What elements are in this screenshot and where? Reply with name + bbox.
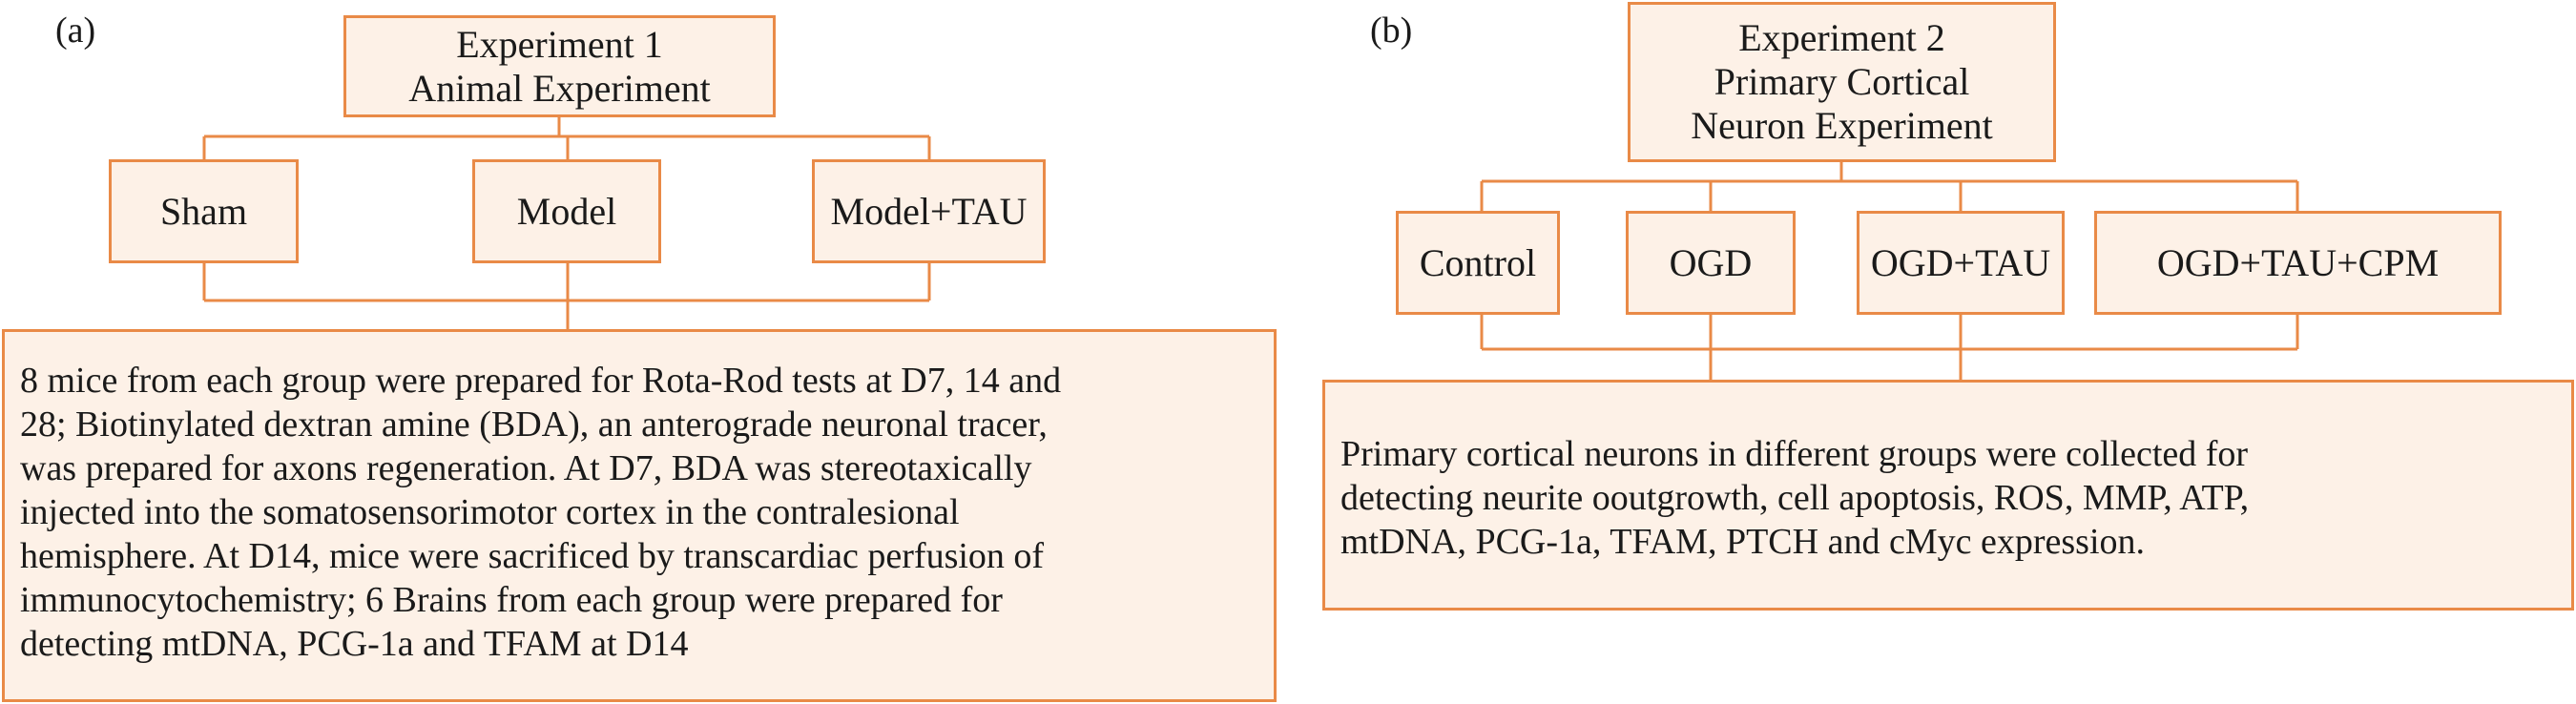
group-label-ogd-tau: OGD+TAU bbox=[1870, 240, 2051, 284]
experiment-1-description-line: injected into the somatosensorimotor cor… bbox=[20, 492, 960, 532]
group-label-control: Control bbox=[1419, 240, 1537, 284]
group-label-model: Model bbox=[516, 189, 617, 233]
group-box-ogd-tau: OGD+TAU bbox=[1857, 211, 2065, 315]
experiment-1-description-line: immunocytochemistry; 6 Brains from each … bbox=[20, 580, 1003, 620]
group-label-ogd-tau-cpm: OGD+TAU+CPM bbox=[2156, 240, 2440, 284]
experiment-2-description-line: mtDNA, PCG-1a, TFAM, PTCH and cMyc expre… bbox=[1340, 522, 2145, 562]
group-label-ogd: OGD bbox=[1669, 240, 1753, 284]
group-box-model: Model bbox=[472, 159, 661, 263]
group-box-sham: Sham bbox=[109, 159, 299, 263]
experiment-2-description-box: Primary cortical neurons in different gr… bbox=[1322, 380, 2574, 611]
experiment-1-description-line: 28; Biotinylated dextran amine (BDA), an… bbox=[20, 404, 1048, 445]
experiment-1-title-line-2: Animal Experiment bbox=[408, 66, 711, 110]
experiment-2-title-line-2: Primary Cortical bbox=[1714, 60, 1970, 103]
experiment-2-description-line: detecting neurite ooutgrowth, cell apopt… bbox=[1340, 478, 2250, 518]
experiment-2-description-line: Primary cortical neurons in different gr… bbox=[1340, 434, 2249, 474]
experiment-1-description-box: 8 mice from each group were prepared for… bbox=[2, 329, 1277, 702]
experiment-1-description-line: hemisphere. At D14, mice were sacrificed… bbox=[20, 536, 1045, 576]
panel-a-label: (a) bbox=[55, 10, 96, 51]
experiment-1-title-line-1: Experiment 1 bbox=[456, 22, 663, 66]
experiment-1-title-box: Experiment 1 Animal Experiment bbox=[343, 15, 776, 117]
panel-b-label: (b) bbox=[1370, 10, 1413, 51]
group-box-ogd-tau-cpm: OGD+TAU+CPM bbox=[2094, 211, 2502, 315]
group-box-model-tau: Model+TAU bbox=[812, 159, 1046, 263]
experiment-2-title-box: Experiment 2 Primary Cortical Neuron Exp… bbox=[1628, 2, 2056, 162]
experiment-2-title-line-3: Neuron Experiment bbox=[1691, 104, 1993, 147]
experiment-1-description-line: detecting mtDNA, PCG-1a and TFAM at D14 bbox=[20, 624, 689, 664]
group-box-ogd: OGD bbox=[1626, 211, 1796, 315]
group-label-model-tau: Model+TAU bbox=[830, 189, 1028, 233]
experiment-1-description-line: 8 mice from each group were prepared for… bbox=[20, 361, 1062, 401]
group-box-control: Control bbox=[1396, 211, 1560, 315]
experiment-1-description-line: was prepared for axons regeneration. At … bbox=[20, 448, 1032, 488]
experiment-2-title-line-1: Experiment 2 bbox=[1738, 16, 1945, 59]
group-label-sham: Sham bbox=[159, 189, 248, 233]
